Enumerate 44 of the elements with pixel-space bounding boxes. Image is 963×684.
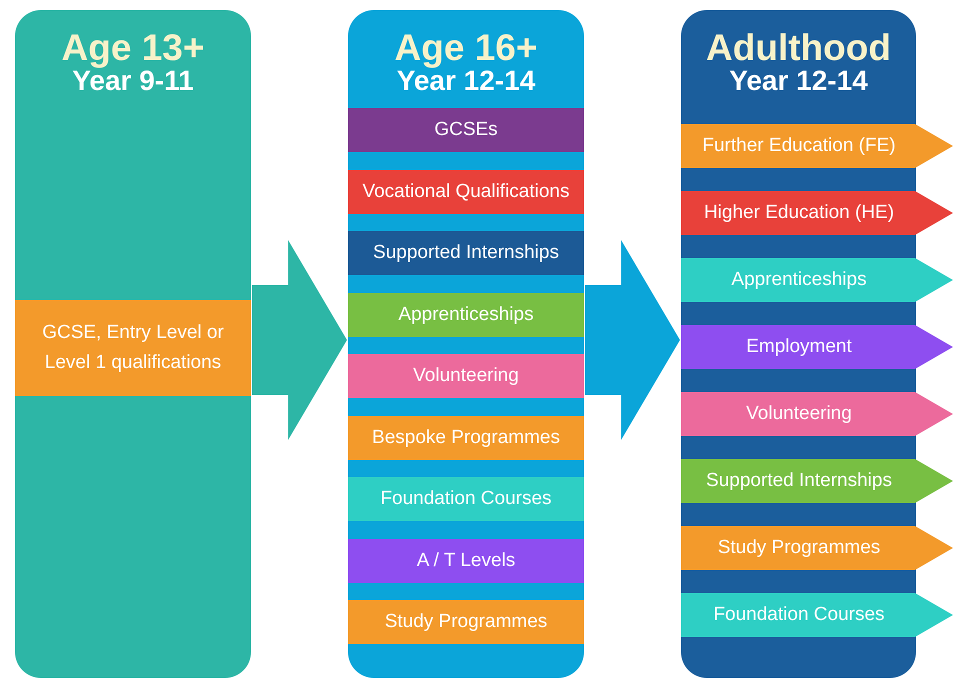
arrow-banner	[681, 392, 953, 436]
block-arrow	[585, 240, 680, 440]
column-panel	[348, 10, 584, 678]
column-heading: Age 16+	[394, 28, 538, 68]
column-heading: Age 13+	[60, 28, 206, 68]
option-label: Apprenticeships	[398, 302, 534, 326]
option-label: A / T Levels	[416, 548, 516, 572]
option-bar	[348, 600, 584, 644]
option-label: Higher Education (HE)	[704, 201, 894, 225]
option-bar	[348, 231, 584, 275]
arrow-banner	[681, 124, 953, 168]
option-label: Bespoke Programmes	[372, 426, 560, 450]
option-label: Supported Internships	[706, 469, 892, 493]
option-bar	[15, 300, 251, 396]
arrow-banner	[681, 593, 953, 637]
arrow-banner	[681, 459, 953, 503]
option-bar	[348, 292, 584, 336]
option-bar	[348, 354, 584, 398]
arrow-banner	[681, 258, 953, 302]
option-label: Foundation Courses	[713, 603, 885, 627]
option-bar	[348, 170, 584, 214]
option-label: Volunteering	[413, 364, 519, 388]
arrow-banner	[681, 325, 953, 369]
arrow-banner	[681, 191, 953, 235]
option-label: Employment	[746, 335, 852, 359]
block-arrow	[252, 240, 347, 440]
option-label: Vocational Qualifications	[362, 180, 570, 204]
column-panel	[15, 10, 251, 678]
option-label: Further Education (FE)	[702, 134, 896, 158]
option-bar	[348, 538, 584, 582]
column-subheading: Year 12-14	[728, 66, 869, 96]
option-bar	[348, 108, 584, 152]
option-label: Supported Internships	[373, 241, 559, 265]
column-heading: Adulthood	[705, 28, 892, 68]
option-label: GCSE, Entry Level or Level 1 qualifications	[41, 321, 225, 375]
option-label: Study Programmes	[718, 536, 880, 560]
arrow-banner	[681, 526, 953, 570]
option-label: Study Programmes	[384, 610, 548, 634]
option-label: GCSEs	[434, 118, 498, 142]
option-label: Apprenticeships	[731, 268, 867, 292]
option-bar	[348, 416, 584, 460]
option-label: Foundation Courses	[380, 487, 552, 511]
option-bar	[348, 477, 584, 521]
option-label: Volunteering	[746, 402, 852, 426]
